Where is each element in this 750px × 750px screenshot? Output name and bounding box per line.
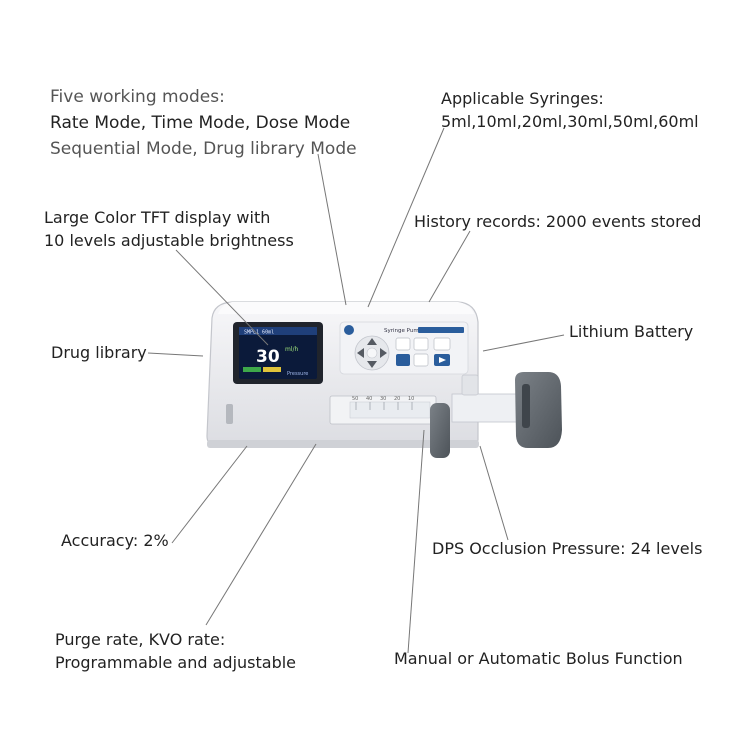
callout-display-line2: 10 levels adjustable brightness xyxy=(44,231,294,250)
direction-pad[interactable] xyxy=(354,335,390,371)
syringe-pump-device: SMPL1 60ml 30 ml/h Pressure Syringe Pump xyxy=(206,301,562,458)
callout-syringes-sizes: 5ml,10ml,20ml,30ml,50ml,60ml xyxy=(441,112,699,131)
callout-drug-library: Drug library xyxy=(51,343,147,362)
dpad-left-icon[interactable] xyxy=(357,348,364,358)
syringe-scale xyxy=(355,402,413,410)
scale-mark-4: 20 xyxy=(394,396,400,402)
callout-modes-line3: Sequential Mode, Drug library Mode xyxy=(50,139,357,159)
dpad-down-icon[interactable] xyxy=(367,361,377,368)
leader-syringes xyxy=(367,127,445,308)
leader-lines xyxy=(147,127,565,654)
clear-button[interactable] xyxy=(395,337,411,351)
screen-footer: Pressure xyxy=(287,371,308,377)
bolus-button[interactable] xyxy=(433,337,451,351)
leader-history xyxy=(428,230,471,303)
callout-occlusion: DPS Occlusion Pressure: 24 levels xyxy=(432,539,703,558)
dpad-right-icon[interactable] xyxy=(380,348,387,358)
leader-battery xyxy=(482,334,565,352)
screen-value: 30 xyxy=(256,347,280,367)
callout-syringes-title: Applicable Syringes: xyxy=(441,89,604,108)
leader-display xyxy=(175,249,269,346)
menu-button[interactable] xyxy=(413,337,429,351)
plunger-rod xyxy=(451,393,521,423)
scale-mark-1: 50 xyxy=(352,396,358,402)
stop-button[interactable] xyxy=(396,354,410,366)
callout-modes-line2: Rate Mode, Time Mode, Dose Mode xyxy=(50,113,351,133)
callout-modes-title: Five working modes: xyxy=(50,87,225,107)
callout-history: History records: 2000 events stored xyxy=(414,212,702,231)
scale-mark-5: 10 xyxy=(408,396,414,402)
leader-bolus xyxy=(407,429,425,654)
tft-display xyxy=(239,327,317,379)
screen-header: SMPL1 60ml xyxy=(244,330,274,336)
scale-mark-3: 30 xyxy=(380,396,386,402)
syringe-clamp[interactable] xyxy=(430,403,450,458)
screen-unit: ml/h xyxy=(285,346,299,353)
scale-mark-2: 40 xyxy=(366,396,372,402)
callout-purge-line1: Purge rate, KVO rate: xyxy=(55,630,226,649)
side-slot xyxy=(226,404,233,424)
leader-purge xyxy=(205,443,317,626)
mode-button[interactable] xyxy=(413,353,429,367)
callout-display-line1: Large Color TFT display with xyxy=(44,208,271,227)
play-icon xyxy=(439,357,446,363)
callout-display: Large Color TFT display with 10 levels a… xyxy=(44,206,294,252)
dpad-up-icon[interactable] xyxy=(367,338,377,345)
brand-label: Syringe Pump xyxy=(384,328,423,334)
pump-base xyxy=(207,440,479,448)
callout-purge-line2: Programmable and adjustable xyxy=(55,653,297,672)
callout-syringes: Applicable Syringes: 5ml,10ml,20ml,30ml,… xyxy=(441,87,699,133)
leader-accuracy xyxy=(171,445,248,544)
callout-bolus: Manual or Automatic Bolus Function xyxy=(394,649,683,668)
callout-battery: Lithium Battery xyxy=(569,322,694,341)
callout-accuracy: Accuracy: 2% xyxy=(61,531,169,550)
brand-logo xyxy=(344,325,354,335)
syringe: 50 40 30 20 10 xyxy=(329,395,437,425)
callout-purge: Purge rate, KVO rate: Programmable and a… xyxy=(55,628,296,674)
leader-drug-library xyxy=(147,352,204,357)
callout-modes: Five working modes: Rate Mode, Time Mode… xyxy=(50,84,357,162)
leader-occlusion xyxy=(479,445,509,541)
leader-modes xyxy=(317,153,347,306)
